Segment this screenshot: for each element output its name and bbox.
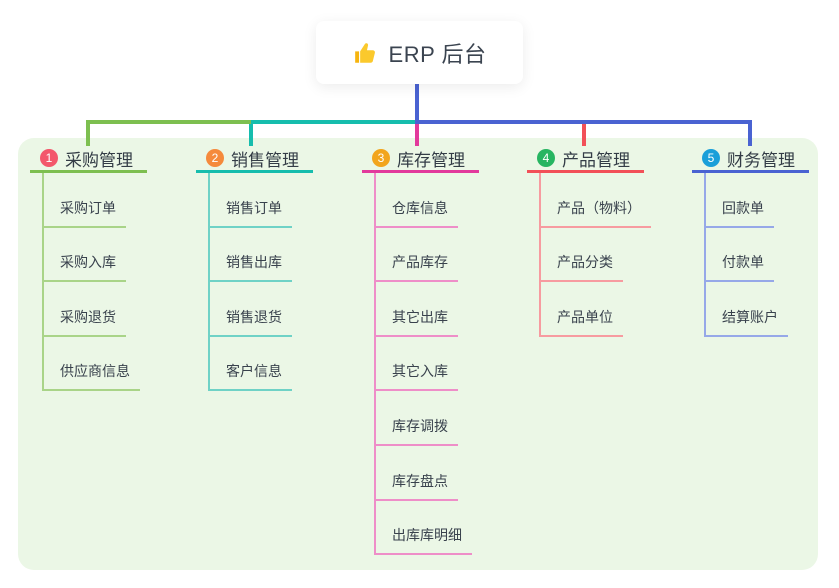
connector-bus-teal	[251, 120, 419, 124]
tree-node-label: 产品分类	[541, 252, 623, 283]
branch-inventory-node[interactable]: 3 库存管理	[362, 146, 479, 173]
tree-node-label: 结算账户	[706, 307, 788, 337]
tree-node-label: 采购订单	[44, 198, 126, 228]
tree-node[interactable]: 销售订单	[210, 173, 313, 228]
root-node[interactable]: ERP 后台	[316, 21, 523, 84]
tree-node[interactable]: 采购入库	[44, 228, 147, 283]
tree-node[interactable]: 销售出库	[210, 228, 313, 283]
tree-node-label: 库存调拨	[376, 416, 458, 446]
branch-inventory: 3 库存管理 仓库信息 产品库存 其它出库 其它入库 库存调拨 库存盘点 出库库…	[362, 146, 479, 556]
thumbs-up-icon	[353, 40, 379, 66]
root-connector-line	[415, 84, 419, 124]
tree-node[interactable]: 产品分类	[541, 228, 651, 283]
connector-bus-blue	[415, 120, 752, 124]
tree-node[interactable]: 销售退货	[210, 282, 313, 337]
tree-node[interactable]: 结算账户	[706, 282, 809, 337]
branch4-connector-line	[582, 120, 586, 146]
root-node-label: ERP 后台	[388, 41, 487, 67]
tree-node[interactable]: 出库库明细	[376, 501, 479, 556]
tree-node[interactable]: 其它出库	[376, 282, 479, 337]
branch-finance-items: 回款单 付款单 结算账户	[704, 173, 809, 337]
tree-node[interactable]: 产品单位	[541, 282, 651, 337]
branch-purchase-node[interactable]: 1 采购管理	[30, 146, 147, 173]
tree-node[interactable]: 回款单	[706, 173, 809, 228]
branch-sales: 2 销售管理 销售订单 销售出库 销售退货 客户信息	[196, 146, 313, 392]
branch-label: 库存管理	[397, 150, 465, 170]
branch-number-badge: 1	[40, 149, 58, 167]
branch-number-badge: 2	[206, 149, 224, 167]
branch-finance-node[interactable]: 5 财务管理	[692, 146, 809, 173]
tree-node[interactable]: 采购订单	[44, 173, 147, 228]
tree-node-label: 其它出库	[376, 307, 458, 337]
tree-node-label: 出库库明细	[376, 525, 472, 556]
tree-node[interactable]: 产品库存	[376, 228, 479, 283]
tree-node-label: 采购退货	[44, 307, 126, 337]
tree-node[interactable]: 客户信息	[210, 337, 313, 392]
tree-node[interactable]: 供应商信息	[44, 337, 147, 392]
branch-product-items: 产品（物料） 产品分类 产品单位	[539, 173, 651, 337]
connector-bus-green	[86, 120, 253, 124]
branch-label: 采购管理	[65, 150, 133, 170]
tree-node[interactable]: 库存调拨	[376, 391, 479, 446]
branch-sales-items: 销售订单 销售出库 销售退货 客户信息	[208, 173, 313, 392]
branches-background-panel	[18, 138, 818, 570]
branch-label: 产品管理	[562, 150, 630, 170]
branch5-connector-line	[748, 120, 752, 146]
branch2-connector-line	[249, 120, 253, 146]
branch-number-badge: 3	[372, 149, 390, 167]
tree-node-label: 销售出库	[210, 252, 292, 283]
tree-node-label: 供应商信息	[44, 361, 140, 392]
tree-node[interactable]: 付款单	[706, 228, 809, 283]
tree-node-label: 销售退货	[210, 307, 292, 337]
tree-node-label: 采购入库	[44, 252, 126, 283]
branch-sales-node[interactable]: 2 销售管理	[196, 146, 313, 173]
branch-product-node[interactable]: 4 产品管理	[527, 146, 644, 173]
tree-node-label: 回款单	[706, 198, 774, 228]
tree-node[interactable]: 采购退货	[44, 282, 147, 337]
tree-node-label: 库存盘点	[376, 471, 458, 501]
branch3-connector-line	[415, 120, 419, 146]
tree-node-label: 客户信息	[210, 361, 292, 392]
branch-number-badge: 5	[702, 149, 720, 167]
tree-node-label: 产品库存	[376, 252, 458, 283]
branch-finance: 5 财务管理 回款单 付款单 结算账户	[692, 146, 809, 337]
tree-node-label: 销售订单	[210, 198, 292, 228]
branch-label: 销售管理	[231, 150, 299, 170]
tree-node-label: 仓库信息	[376, 198, 458, 228]
tree-node[interactable]: 其它入库	[376, 337, 479, 392]
tree-node-label: 产品（物料）	[541, 198, 651, 228]
tree-node-label: 付款单	[706, 252, 774, 283]
branch-product: 4 产品管理 产品（物料） 产品分类 产品单位	[527, 146, 651, 337]
tree-node[interactable]: 库存盘点	[376, 446, 479, 501]
branch-inventory-items: 仓库信息 产品库存 其它出库 其它入库 库存调拨 库存盘点 出库库明细	[374, 173, 479, 556]
branch1-connector-line	[86, 120, 90, 146]
tree-node-label: 其它入库	[376, 361, 458, 392]
tree-node[interactable]: 产品（物料）	[541, 173, 651, 228]
tree-node-label: 产品单位	[541, 307, 623, 337]
branch-number-badge: 4	[537, 149, 555, 167]
branch-label: 财务管理	[727, 150, 795, 170]
branch-purchase: 1 采购管理 采购订单 采购入库 采购退货 供应商信息	[30, 146, 147, 392]
branch-purchase-items: 采购订单 采购入库 采购退货 供应商信息	[42, 173, 147, 392]
tree-node[interactable]: 仓库信息	[376, 173, 479, 228]
